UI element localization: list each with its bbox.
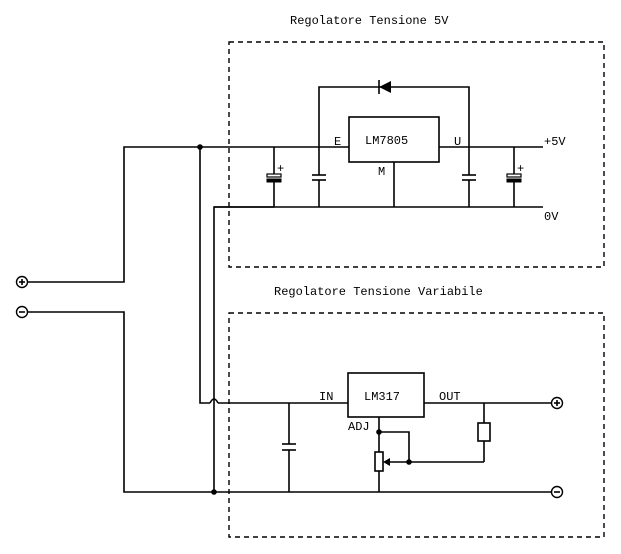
junction-dot	[376, 429, 382, 435]
wire-diode-bypass	[318, 86, 470, 147]
electrolytic-capacitor-icon: +	[266, 147, 284, 207]
polarity-plus: +	[517, 162, 524, 176]
ic-lm7805-label: LM7805	[365, 134, 408, 148]
wire-ground-link	[213, 206, 274, 492]
capacitor-icon	[282, 403, 296, 492]
electrolytic-capacitor-icon: +	[506, 147, 524, 207]
section-box-variable	[228, 312, 605, 538]
output-label-5v: +5V	[544, 135, 566, 149]
section-box-5v	[228, 41, 605, 268]
diode-icon	[378, 80, 391, 94]
pin-label-in: IN	[319, 390, 333, 404]
wire-feed-variable-in	[199, 147, 210, 404]
pin-label-m: M	[378, 165, 385, 179]
pin-label-e: E	[334, 135, 341, 149]
ic-lm317	[347, 372, 425, 418]
title-variable-regulator: Regolatore Tensione Variabile	[274, 285, 483, 299]
potentiometer-icon	[374, 451, 484, 492]
wire-input-negative	[28, 311, 214, 493]
pin-label-out: OUT	[439, 390, 461, 404]
output-label-0v: 0V	[544, 210, 559, 224]
pin-label-u: U	[454, 135, 461, 149]
pin-label-adj: ADJ	[348, 420, 370, 434]
output-terminal-positive	[550, 396, 564, 410]
capacitor-icon	[312, 147, 326, 207]
ic-lm317-label: LM317	[364, 390, 400, 404]
wire-input-positive	[28, 146, 200, 283]
input-terminal-positive	[15, 275, 29, 289]
title-5v-regulator: Regolatore Tensione 5V	[290, 14, 449, 28]
input-terminal-negative	[15, 305, 29, 319]
ic-lm7805	[348, 116, 440, 163]
output-terminal-negative	[550, 485, 564, 499]
capacitor-icon	[462, 147, 476, 207]
polarity-plus: +	[277, 162, 284, 176]
wire-adj-wiper-link	[379, 431, 410, 462]
resistor-icon	[477, 403, 491, 462]
